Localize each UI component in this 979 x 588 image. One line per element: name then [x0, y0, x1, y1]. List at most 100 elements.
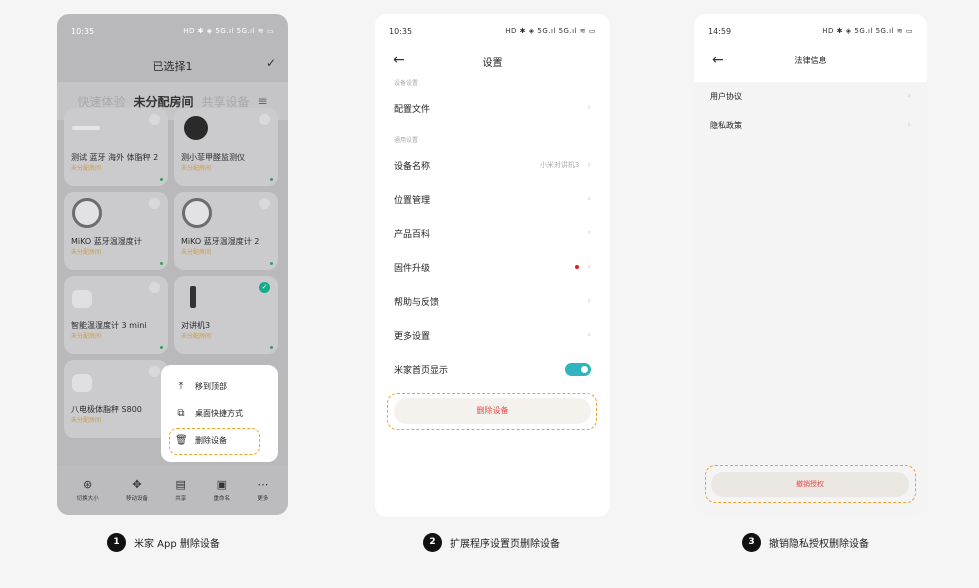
- caption-text: 米家 App 删除设备: [134, 539, 220, 550]
- legal-info-screen: 14:59 HD ✱ ◈ 5G.ıl 5G.ıl ≋ ▭ ← 法律信息 用户协议…: [694, 14, 927, 516]
- highlight-delete: [387, 393, 597, 430]
- row-more-settings[interactable]: 更多设置›: [394, 330, 591, 342]
- tab-shared-devices[interactable]: 共享设备: [201, 94, 250, 109]
- trash-icon: 🗑: [175, 435, 188, 446]
- online-dot: [270, 346, 273, 349]
- online-dot: [160, 178, 163, 181]
- toolbar-rename[interactable]: ▣重命名: [213, 477, 231, 502]
- toolbar-more[interactable]: ⋯更多: [257, 477, 269, 502]
- device-image: [72, 198, 102, 228]
- nav-bar: ← 法律信息: [694, 50, 927, 74]
- device-card[interactable]: 测试 蓝牙 海外 体脂秤 2 未分配房间: [64, 108, 168, 186]
- page-body: [694, 82, 927, 516]
- tab-quick-experience[interactable]: 快速体验: [77, 94, 126, 109]
- device-room: 未分配房间: [181, 165, 212, 172]
- delete-device-button[interactable]: 删除设备: [394, 398, 591, 424]
- device-card[interactable]: ✓ 对讲机3 未分配房间: [174, 276, 278, 354]
- caption-text: 扩展程序设置页删除设备: [450, 539, 560, 550]
- status-icons: HD ✱ ◈ 5G.ıl 5G.ıl ≋ ▭: [183, 27, 274, 35]
- row-device-name[interactable]: 设备名称小米对讲机3›: [394, 160, 591, 172]
- toolbar-share[interactable]: ▤共享: [175, 477, 187, 502]
- page-title: 设置: [482, 58, 503, 69]
- tab-unassigned-room[interactable]: 未分配房间: [133, 94, 194, 109]
- chevron-right-icon: ›: [587, 103, 591, 113]
- select-circle[interactable]: [149, 366, 160, 377]
- toolbar-resize[interactable]: ⊛切换大小: [76, 477, 99, 502]
- tabs-menu-icon[interactable]: ≡: [257, 94, 268, 108]
- menu-item-delete-device[interactable]: 🗑 删除设备: [175, 435, 227, 446]
- status-icons: HD ✱ ◈ 5G.ıl 5G.ıl ≋ ▭: [822, 27, 913, 35]
- toolbar-move[interactable]: ✥移动设备: [125, 477, 148, 502]
- rename-icon: ▣: [216, 477, 227, 491]
- status-bar: 10:35 HD ✱ ◈ 5G.ıl 5G.ıl ≋ ▭: [375, 14, 610, 48]
- home-display-toggle[interactable]: [565, 362, 591, 376]
- device-name-value: 小米对讲机3: [539, 161, 580, 169]
- revoke-authorization-button[interactable]: 撤销授权: [711, 472, 909, 497]
- device-room: 未分配房间: [71, 249, 102, 256]
- page-title: 法律信息: [794, 56, 827, 65]
- move-top-icon: ⤒: [178, 381, 184, 392]
- device-name: 测试 蓝牙 海外 体脂秤 2: [71, 153, 159, 162]
- section-device-settings: 设备设置: [394, 80, 419, 87]
- status-bar: 14:59 HD ✱ ◈ 5G.ıl 5G.ıl ≋ ▭: [694, 14, 927, 48]
- status-time: 14:59: [708, 26, 732, 36]
- select-circle[interactable]: [149, 282, 160, 293]
- device-name: 测小菲甲醛监测仪: [181, 153, 245, 162]
- row-firmware[interactable]: 固件升级›: [394, 262, 591, 274]
- device-image: [184, 116, 208, 140]
- row-user-agreement[interactable]: 用户协议›: [710, 91, 911, 101]
- nav-bar: ← 设置: [375, 50, 610, 74]
- menu-item-desktop-shortcut[interactable]: ⧉ 桌面快捷方式: [161, 400, 278, 427]
- chevron-right-icon: ›: [587, 160, 591, 170]
- status-icons: HD ✱ ◈ 5G.ıl 5G.ıl ≋ ▭: [505, 27, 596, 35]
- row-location[interactable]: 位置管理›: [394, 194, 591, 206]
- caption-3: 3 撤销隐私授权删除设备: [742, 533, 869, 552]
- chevron-right-icon: ›: [587, 330, 591, 340]
- device-card[interactable]: MiKO 蓝牙温湿度计 未分配房间: [64, 192, 168, 270]
- select-circle[interactable]: [149, 198, 160, 209]
- confirm-check-icon[interactable]: ✓: [265, 56, 276, 70]
- row-help[interactable]: 帮助与反馈›: [394, 296, 591, 308]
- highlight-revoke: [705, 465, 916, 503]
- select-circle[interactable]: [259, 114, 270, 125]
- chevron-right-icon: ›: [587, 228, 591, 238]
- row-privacy-policy[interactable]: 隐私政策›: [710, 120, 911, 130]
- select-circle[interactable]: [259, 198, 270, 209]
- online-dot: [160, 346, 163, 349]
- caption-2: 2 扩展程序设置页删除设备: [423, 533, 560, 552]
- menu-item-move-to-top[interactable]: ⤒ 移到顶部: [161, 373, 278, 400]
- row-wiki[interactable]: 产品百科›: [394, 228, 591, 240]
- shortcut-icon: ⧉: [177, 408, 185, 419]
- move-icon: ✥: [132, 477, 142, 491]
- device-image: [190, 286, 196, 308]
- device-image: [72, 126, 100, 130]
- chevron-right-icon: ›: [907, 91, 911, 101]
- resize-icon: ⊛: [83, 477, 93, 491]
- device-room: 未分配房间: [71, 165, 102, 172]
- section-general-settings: 通用设置: [394, 137, 419, 144]
- share-icon: ▤: [175, 477, 186, 491]
- status-time: 10:35: [389, 26, 413, 36]
- selection-title: 已选择1: [152, 60, 193, 73]
- device-name: 智能温湿度计 3 mini: [71, 321, 147, 330]
- mijia-app-screen: 10:35 HD ✱ ◈ 5G.ıl 5G.ıl ≋ ▭ 已选择1 ✓ 快速体验…: [57, 14, 288, 515]
- device-room: 未分配房间: [181, 333, 212, 340]
- row-config-file[interactable]: 配置文件›: [394, 103, 591, 115]
- back-arrow-icon[interactable]: ←: [393, 52, 405, 68]
- device-card[interactable]: 智能温湿度计 3 mini 未分配房间: [64, 276, 168, 354]
- chevron-right-icon: ›: [587, 262, 591, 272]
- device-name: 八电极体脂秤 S800: [71, 405, 142, 414]
- step-number: 1: [107, 533, 126, 552]
- chevron-right-icon: ›: [907, 120, 911, 130]
- back-arrow-icon[interactable]: ←: [712, 52, 724, 68]
- device-card[interactable]: 八电极体脂秤 S800 未分配房间: [64, 360, 168, 438]
- selected-check-icon[interactable]: ✓: [259, 282, 270, 293]
- row-home-display: 米家首页显示: [394, 359, 591, 379]
- device-card[interactable]: MiKO 蓝牙温湿度计 2 未分配房间: [174, 192, 278, 270]
- device-room: 未分配房间: [71, 417, 102, 424]
- update-dot: [575, 265, 580, 269]
- device-name: MiKO 蓝牙温湿度计 2: [181, 237, 260, 246]
- online-dot: [270, 178, 273, 181]
- select-circle[interactable]: [149, 114, 160, 125]
- device-card[interactable]: 测小菲甲醛监测仪 未分配房间: [174, 108, 278, 186]
